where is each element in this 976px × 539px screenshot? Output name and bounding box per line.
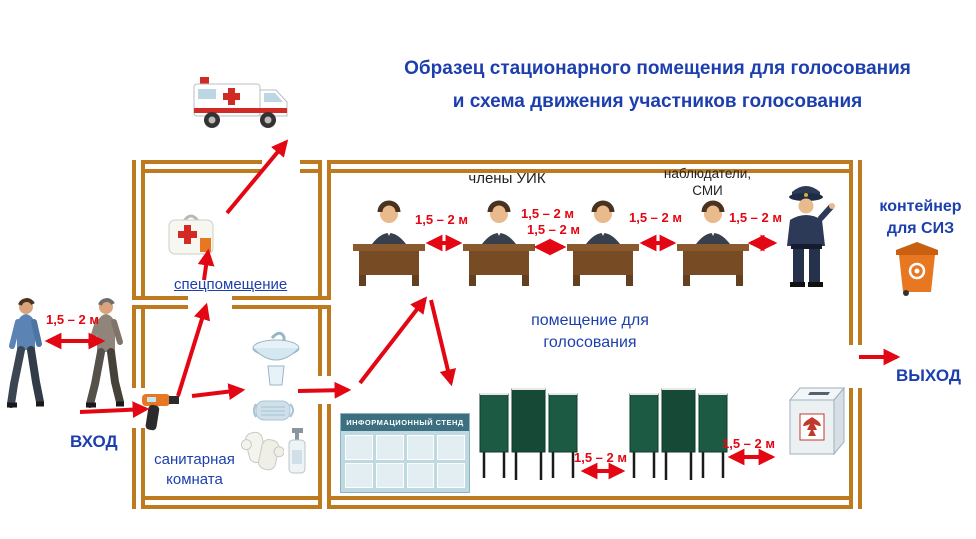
distance-label: 1,5 – 2 м [46,312,99,327]
siz-container-label: контейнер для СИЗ [868,196,973,241]
exit-label: ВЫХОД [896,366,961,385]
ambulance-icon [192,70,292,132]
wall-segment [132,296,188,309]
observers-label: наблюдатели, СМИ [650,166,765,200]
stand-cell [406,463,435,488]
page-title: Образец стационарного помещения для голо… [350,52,965,119]
wall-segment [849,388,862,509]
distance-label: 1,5 – 2 м [629,210,682,225]
walking-person-icon [86,298,124,410]
gloves-icon [240,426,285,476]
wall-segment [132,160,145,388]
stand-cell [437,463,465,488]
wall-segment [232,296,331,309]
stand-cell [375,463,404,488]
distance-label: 1,5 – 2 м [521,206,574,221]
ballot-box-icon [786,380,846,462]
wall-segment [132,160,262,173]
sanitary-room-label: санитарная комната [142,450,247,491]
sanitary-room-label-line2: комната [166,471,223,489]
wall-segment [132,496,862,509]
info-stand-title: ИНФОРМАЦИОННЫЙ СТЕНД [341,414,469,431]
distance-label: 1,5 – 2 м [722,436,775,451]
voting-booth-icon [476,386,581,482]
commission-desk-icon [462,198,536,288]
page-title-line1: Образец стационарного помещения для голо… [404,58,911,79]
stand-cell [345,463,373,488]
stand-cell [406,435,435,460]
distance-label: 1,5 – 2 м [574,450,627,465]
first-aid-kit-icon [166,208,216,260]
siz-container-icon [892,238,942,296]
page-title-line2: и схема движения участников голосования [452,91,863,113]
voting-booth-icon [626,386,731,482]
special-room-label: спецпомещение [174,276,288,293]
info-stand: ИНФОРМАЦИОННЫЙ СТЕНД [340,413,470,493]
stand-cell [437,435,465,460]
commission-desk-icon [352,198,426,288]
distance-label: 1,5 – 2 м [729,210,782,225]
stand-cell [375,435,404,460]
wall-segment [132,428,145,509]
siz-container-label-line2: для СИЗ [886,220,955,238]
walking-person-icon [6,298,44,410]
uik-members-label: члены УИК [468,170,546,187]
sink-icon [250,326,302,386]
voting-room-label-line1: помещение для [531,312,649,329]
wall-segment [318,160,331,376]
voting-room-label: помещение для голосования [515,310,665,355]
sanitizer-icon [284,426,310,476]
wall-segment [300,160,862,173]
mask-icon [252,394,296,426]
entrance-label: ВХОД [70,432,118,451]
sanitary-room-label-line1: санитарная [154,451,235,468]
stand-cell [345,435,373,460]
siz-container-label-line1: контейнер [879,198,962,215]
voting-room-label-line2: голосования [543,334,637,352]
policeman-icon [776,182,836,290]
commission-desk-icon [566,198,640,288]
distance-label: 1,5 – 2 м [415,212,468,227]
observers-label-line2: СМИ [692,182,723,198]
thermometer-icon [140,386,182,434]
info-stand-body [341,431,469,492]
commission-desk-icon [676,198,750,288]
wall-segment [849,160,862,345]
wall-segment [318,404,331,509]
observers-label-line1: наблюдатели, [663,166,752,181]
distance-label: 1,5 – 2 м [527,222,580,237]
